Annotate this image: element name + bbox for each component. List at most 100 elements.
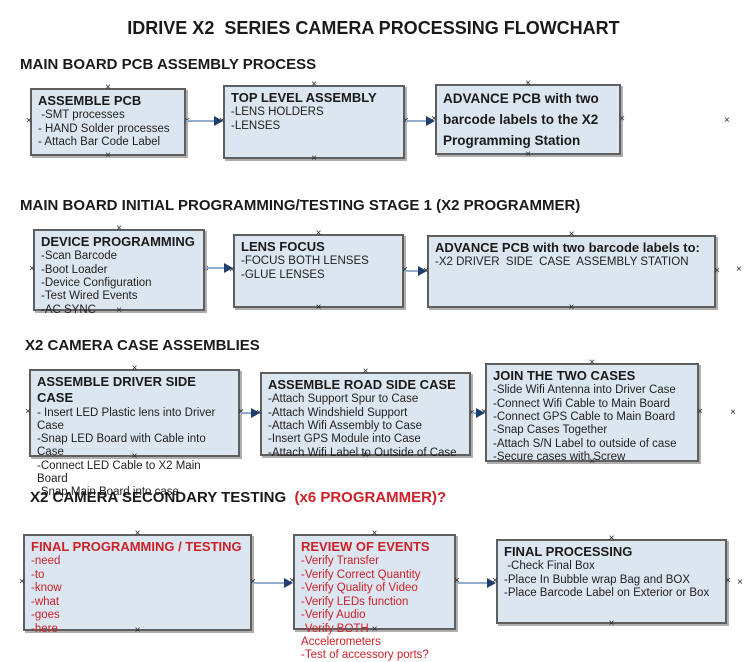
flow-arrow	[205, 263, 233, 273]
arrowhead-icon	[426, 116, 435, 126]
connector-anchor-icon: ×	[105, 150, 111, 161]
box-item: -Attach Wifi Label to Outside of Case	[268, 446, 457, 459]
arrowhead-icon	[284, 578, 293, 588]
connector-anchor-icon: ×	[311, 153, 317, 164]
box-item: -LENS HOLDERS	[231, 106, 324, 119]
connector-anchor-icon: ×	[725, 575, 731, 586]
box-item: -Verify Quality of Video	[301, 582, 418, 595]
box-item: -Snap Cases Together	[493, 424, 608, 437]
arrowhead-icon	[418, 266, 427, 276]
section-header-initial-programming: MAIN BOARD INITIAL PROGRAMMING/TESTING S…	[20, 197, 580, 214]
box-item: -Connect Wifi Cable to Main Board	[493, 397, 671, 410]
box-item: -know	[31, 582, 62, 595]
box-item: - Attach Bar Code Label	[38, 135, 161, 148]
connector-anchor-icon: ×	[568, 229, 575, 240]
connector-anchor-icon: ×	[362, 366, 369, 377]
flow-box-advance-pcb-programming-station: × × × × ADVANCE PCB with two barcode lab…	[431, 79, 625, 160]
connector-anchor-icon: ×	[105, 82, 111, 93]
box-item: - Insert LED Plastic lens into Driver Ca…	[37, 406, 219, 432]
section-header-secondary-testing: X2 CAMERA SECONDARY TESTING (x6 PROGRAMM…	[30, 489, 446, 506]
box-item: -Verify BOTH Accelerometers	[301, 622, 381, 648]
box-item: -Test of accessory ports?	[301, 649, 429, 662]
arrowhead-icon	[214, 116, 223, 126]
flow-arrow	[253, 578, 293, 588]
flow-box-top-level-assembly: × × × × TOP LEVEL ASSEMBLY -LENS HOLDERS…	[219, 80, 409, 164]
section-header-text: X2 CAMERA CASE ASSEMBLIES	[25, 337, 260, 354]
section-header-case-assemblies: X2 CAMERA CASE ASSEMBLIES	[25, 337, 260, 354]
box-title: REVIEW OF EVENTS	[301, 539, 430, 554]
flow-box-final-processing: × × × × FINAL PROCESSING -Check Final Bo…	[492, 534, 731, 629]
box-item: -Connect LED Cable to X2 Main Board	[37, 459, 204, 486]
box-title: FINAL PROCESSING	[504, 544, 633, 559]
section-header-text: MAIN BOARD INITIAL PROGRAMMING/TESTING S…	[20, 197, 581, 214]
connector-anchor-icon: ×	[315, 302, 322, 313]
box-title: ASSEMBLE ROAD SIDE CASE	[268, 377, 456, 392]
box-item: -Attach S/N Label to outside of case	[493, 437, 677, 450]
section-header-pcb-assembly: MAIN BOARD PCB ASSEMBLY PROCESS	[20, 56, 316, 73]
flow-arrow	[186, 116, 223, 126]
box-item: -Slide Wifi Antenna into Driver Case	[493, 384, 676, 397]
connector-anchor-icon: ×	[714, 265, 720, 276]
flow-arrow	[405, 266, 427, 276]
box-item: -Snap LED Board with Cable into Case	[37, 433, 209, 459]
box-title: LENS FOCUS	[241, 239, 325, 254]
connector-anchor-icon: ×	[608, 618, 615, 629]
section-header-red-text: (x6 PROGRAMMER)?	[290, 489, 447, 506]
box-title: ASSEMBLE PCB	[38, 93, 142, 108]
flow-arrow	[457, 578, 496, 588]
connector-anchor-icon: ×	[311, 79, 317, 90]
flow-box-lens-focus: × × × × LENS FOCUS -FOCUS BOTH LENSES -G…	[229, 229, 408, 313]
flow-box-final-programming-testing: × × × × FINAL PROGRAMMING / TESTING -nee…	[19, 529, 256, 636]
box-item: -X2 DRIVER SIDE CASE ASSEMBLY STATION	[435, 256, 689, 269]
flow-box-assemble-road-side-case: × × × × ASSEMBLE ROAD SIDE CASE -Attach …	[256, 367, 475, 461]
connector-anchor-icon: ×	[19, 576, 25, 587]
box-item: -Insert GPS Module into Case	[268, 433, 421, 446]
box-item: -GLUE LENSES	[241, 268, 325, 281]
box-item: -Verify LEDs function	[301, 595, 409, 608]
arrowhead-icon	[476, 408, 485, 418]
arrowhead-icon	[224, 263, 233, 273]
connector-anchor-icon: ×	[29, 263, 35, 275]
box-item: -goes	[31, 609, 60, 622]
box-item: -Attach Support Spur to Case	[268, 393, 419, 406]
connector-anchor-icon: ×	[737, 577, 743, 588]
section-header-text: MAIN BOARD PCB ASSEMBLY PROCESS	[20, 56, 317, 73]
box-title: ASSEMBLE DRIVER SIDE CASE	[37, 374, 200, 406]
box-item: -need	[31, 555, 61, 568]
box-item: -SMT processes	[38, 109, 125, 122]
box-item: -Verify Audio	[301, 609, 366, 622]
box-title: JOIN THE TWO CASES	[493, 368, 636, 383]
box-item: -Verify Correct Quantity	[301, 568, 421, 581]
box-item: -to	[31, 568, 45, 581]
box-item: -Place Barcode Label on Exterior or Box	[504, 586, 710, 599]
connector-anchor-icon: ×	[134, 528, 141, 539]
box-item: -Test Wired Events	[41, 290, 138, 303]
arrowhead-icon	[487, 578, 496, 588]
arrowhead-icon	[251, 408, 260, 418]
connector-anchor-icon: ×	[697, 406, 703, 417]
flow-box-review-of-events: × × × × REVIEW OF EVENTS -Verify Transfe…	[289, 529, 460, 662]
connector-anchor-icon: ×	[730, 407, 736, 418]
box-title: ADVANCE PCB with two barcode labels to:	[435, 240, 700, 255]
box-title: ADVANCE PCB with two barcode labels to t…	[443, 91, 603, 148]
box-item: -Check Final Box	[504, 560, 595, 573]
page-title: IDRIVE X2 SERIES CAMERA PROCESSING FLOWC…	[127, 18, 620, 38]
box-item: -Attach Wifi Assembly to Case	[268, 419, 423, 432]
box-item: -AC SYNC	[41, 303, 96, 316]
connector-anchor-icon: ×	[619, 113, 625, 124]
connector-anchor-icon: ×	[25, 406, 31, 418]
flow-arrow	[406, 116, 435, 126]
box-item: -Secure cases with Screw	[493, 450, 626, 463]
box-item: -Attach Windshield Support	[268, 406, 408, 419]
box-item: -FOCUS BOTH LENSES	[241, 255, 369, 268]
connector-anchor-icon: ×	[736, 264, 742, 275]
box-title: FINAL PROGRAMMING / TESTING	[31, 539, 242, 554]
flow-arrow	[241, 408, 260, 418]
flow-box-advance-pcb-driver-side-station: × × × × ADVANCE PCB with two barcode lab…	[423, 230, 720, 313]
flow-box-assemble-driver-side-case: × × × × ASSEMBLE DRIVER SIDE CASE - Inse…	[25, 364, 244, 499]
connector-anchor-icon: ×	[589, 357, 595, 368]
flow-box-join-the-two-cases: × × × × JOIN THE TWO CASES -Slide Wifi A…	[481, 358, 703, 467]
connector-anchor-icon: ×	[371, 528, 378, 539]
connector-anchor-icon: ×	[724, 115, 730, 126]
